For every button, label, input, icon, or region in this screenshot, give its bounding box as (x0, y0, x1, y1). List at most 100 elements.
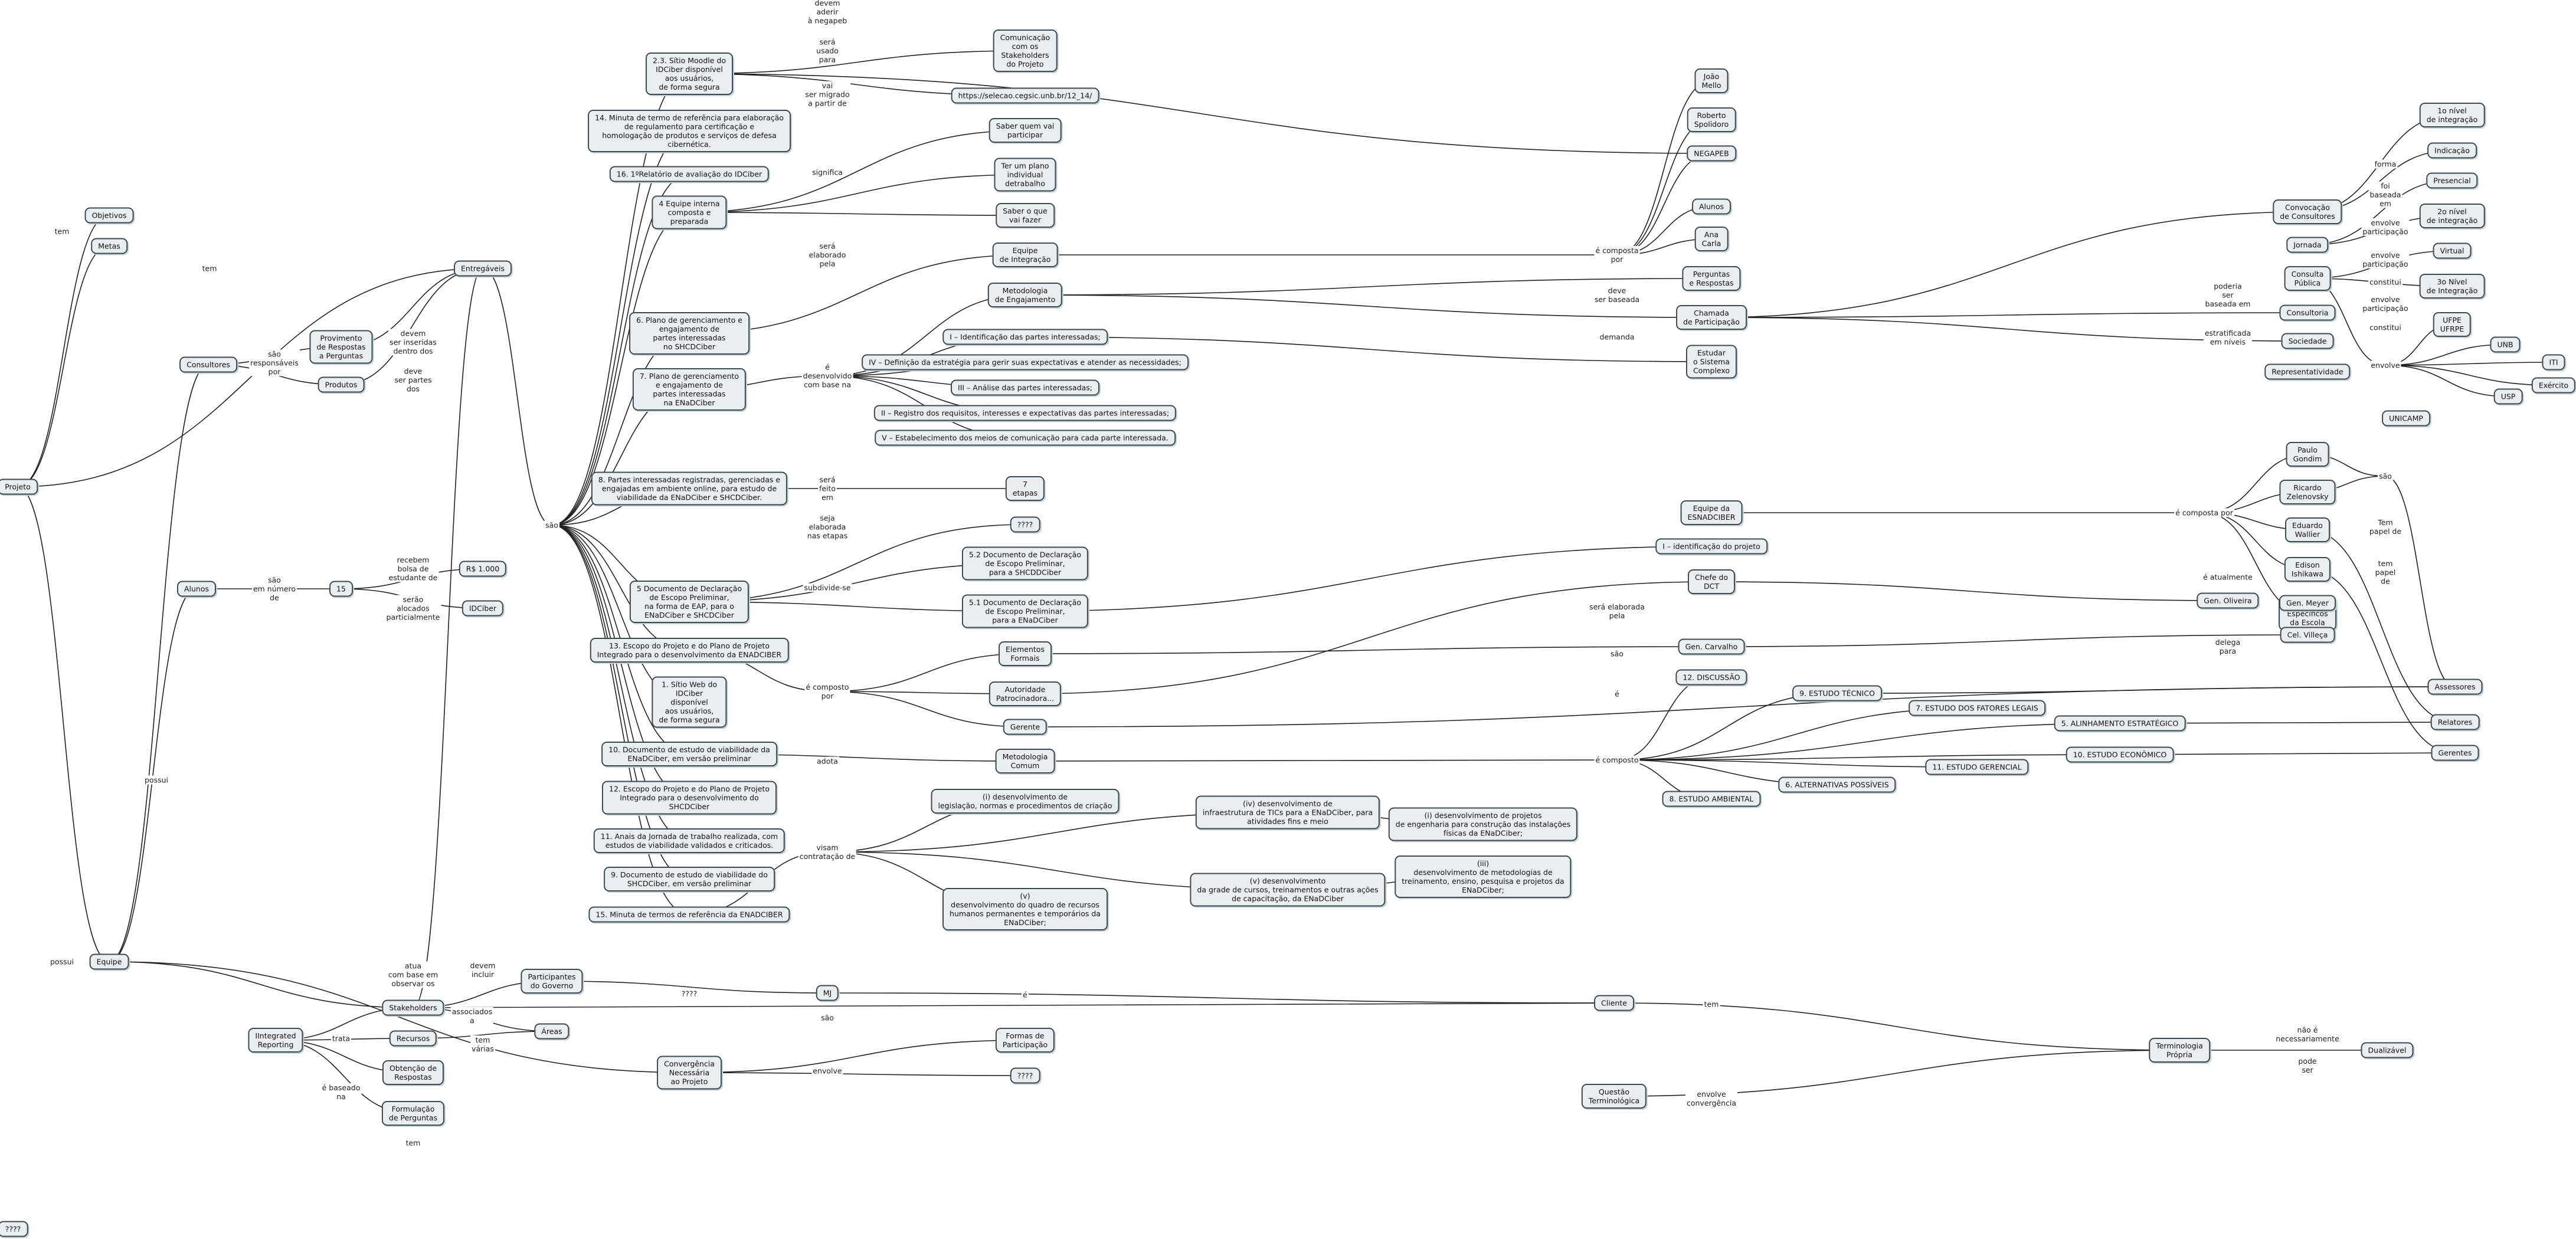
node-estudo-gerencial[interactable]: 11. ESTUDO GERENCIAL (1925, 759, 2029, 775)
node-obtencao[interactable]: Obtenção de Respostas (382, 1060, 444, 1085)
node-joao[interactable]: João Mello (1694, 68, 1729, 93)
node-convocacao[interactable]: Convocação de Consultores (2273, 199, 2342, 224)
node-e4[interactable]: 4 Equipe interna composta e preparada (652, 195, 727, 230)
node-e13[interactable]: 13. Escopo do Projeto e do Plano de Proj… (590, 638, 789, 663)
node-cel-villeca[interactable]: Cel. Villeça (2280, 627, 2335, 643)
node-step-3[interactable]: III – Análise das partes interessadas; (951, 379, 1099, 396)
node-roberto[interactable]: Roberto Spolidoro (1687, 107, 1736, 132)
node-projeto[interactable]: Projeto (0, 478, 38, 495)
node-d52[interactable]: 5.2 Documento de Declaração de Escopo Pr… (961, 546, 1089, 581)
node-gen-meyer[interactable]: Gen. Meyer (2279, 595, 2336, 611)
node-step-2[interactable]: II – Registro dos requisitos, interesses… (873, 405, 1177, 421)
node-produtos[interactable]: Produtos (318, 376, 365, 393)
node-metas[interactable]: Metas (91, 238, 127, 254)
node-e15[interactable]: 15. Minuta de termos de referência da EN… (588, 906, 790, 923)
node-assessores[interactable]: Assessores (2427, 678, 2483, 695)
node-chamada[interactable]: Chamada de Participação (1676, 305, 1747, 330)
node-15[interactable]: 15 (329, 581, 353, 597)
node-consultores[interactable]: Consultores (179, 356, 237, 373)
node-unknown-mid[interactable]: ???? (1010, 516, 1040, 533)
node-url[interactable]: https://selecao.cegsic.unb.br/12_14/ (951, 87, 1099, 104)
node-paulo[interactable]: Paulo Gondim (2286, 442, 2329, 467)
node-e14[interactable]: 14. Minuta de termo de referência para e… (588, 110, 791, 152)
node-discussao[interactable]: 12. DISCUSSÃO (1675, 669, 1747, 686)
node-estudar[interactable]: Estudar o Sistema Complexo (1685, 345, 1737, 379)
node-nivel3[interactable]: 3o Nível de Integração (2419, 274, 2485, 299)
node-entregaveis[interactable]: Entregáveis (454, 260, 512, 277)
node-alunos[interactable]: Alunos (176, 581, 217, 597)
node-c-v[interactable]: (v) desenvolvimento da grade de cursos, … (1190, 873, 1386, 907)
node-saber-o-que[interactable]: Saber o que vai fazer (996, 203, 1055, 228)
node-virtual[interactable]: Virtual (2433, 242, 2472, 259)
node-e12[interactable]: 12. Escopo do Projeto e do Plano de Proj… (602, 781, 777, 815)
node-e10[interactable]: 10. Documento de estudo de viabilidade d… (601, 742, 777, 766)
node-saber-quem[interactable]: Saber quem vai participar (988, 118, 1062, 143)
node-ana[interactable]: Ana Carla (1694, 227, 1729, 251)
node-negapeb[interactable]: NEGAPEB (1687, 145, 1736, 162)
node-d51[interactable]: 5.1 Documento de Declaração de Escopo Pr… (961, 594, 1089, 628)
node-equipe[interactable]: Equipe (89, 953, 129, 970)
node-idciber[interactable]: IDCiber (461, 600, 504, 617)
node-c-ip[interactable]: (i) desenvolvimento de projetos de engen… (1388, 807, 1578, 841)
node-gerente[interactable]: Gerente (1003, 719, 1048, 735)
node-e9[interactable]: 9. Documento de estudo de viabilidade do… (604, 867, 775, 891)
node-ricardo[interactable]: Ricardo Zelenovsky (2279, 480, 2336, 504)
node-gerentes[interactable]: Gerentes (2431, 745, 2479, 761)
node-equipe-integracao[interactable]: Equipe de Integração (992, 242, 1058, 267)
node-nivel1[interactable]: 1o nível de integração (2419, 103, 2485, 127)
node-comunicacao[interactable]: Comunicação com os Stakeholders do Proje… (993, 30, 1058, 72)
node-cliente[interactable]: Cliente (1594, 995, 1634, 1011)
node-jornada[interactable]: Jornada (2286, 237, 2329, 253)
node-fatores-legais[interactable]: 7. ESTUDO DOS FATORES LEGAIS (1909, 700, 2045, 716)
node-alternativas[interactable]: 6. ALTERNATIVAS POSSÍVEIS (1778, 776, 1896, 793)
node-formas[interactable]: Formas de Participação (995, 1028, 1055, 1053)
node-alinhamento[interactable]: 5. ALINHAMENTO ESTRATÉGICO (2054, 715, 2186, 732)
node-objetivos[interactable]: Objetivos (84, 207, 134, 224)
node-c-vq[interactable]: (v) desenvolvimento do quadro de recurso… (942, 888, 1108, 930)
node-nivel2[interactable]: 2o nível de integração (2419, 204, 2485, 228)
node-presencial[interactable]: Presencial (2426, 172, 2478, 189)
node-gen-oliveira[interactable]: Gen. Oliveira (2197, 592, 2259, 609)
node-metodologia-comum[interactable]: Metodologia Comum (995, 749, 1055, 773)
node-unknown-bottom[interactable]: ???? (1010, 1067, 1040, 1084)
node-etapas[interactable]: 7 etapas (1005, 476, 1045, 501)
node-c-i[interactable]: (i) desenvolvimento de legislação, norma… (931, 789, 1120, 814)
node-mj[interactable]: MJ (816, 985, 839, 1001)
node-e23[interactable]: 2.3. Sítio Moodle do IDCiber disponível … (646, 53, 733, 95)
node-step-4[interactable]: IV – Definição da estratégia para gerir … (862, 354, 1189, 371)
node-ufpe[interactable]: UFPE UFRPE (2433, 312, 2472, 337)
node-estudo-ambiental[interactable]: 8. ESTUDO AMBIENTAL (1662, 791, 1761, 807)
node-unicamp[interactable]: UNICAMP (2382, 410, 2430, 427)
node-indicacao[interactable]: Indicação (2427, 142, 2477, 159)
node-formulacao[interactable]: Formulação de Perguntas (381, 1101, 445, 1126)
node-participantes[interactable]: Participantes do Governo (521, 969, 583, 994)
node-alunos-right[interactable]: Alunos (1691, 198, 1731, 215)
node-questao[interactable]: Questão Terminológica (1581, 1084, 1647, 1109)
node-usp[interactable]: USP (2493, 388, 2523, 405)
node-terminologia[interactable]: Terminologia Própria (2149, 1038, 2210, 1063)
node-perguntas[interactable]: Perguntas e Respostas (1682, 266, 1741, 291)
node-recursos[interactable]: Recursos (389, 1030, 437, 1047)
node-provimento[interactable]: Provimento de Respostas a Perguntas (309, 330, 373, 364)
node-elementos[interactable]: Elementos Formais (999, 641, 1052, 666)
node-gen-carvalho[interactable]: Gen. Carvalho (1678, 638, 1745, 655)
node-consultoria[interactable]: Consultoria (2279, 304, 2336, 321)
node-integrated-reporting[interactable]: IIntegrated Reporting (248, 1028, 303, 1053)
node-c-iii[interactable]: (iii) desenvolvimento de metodologias de… (1395, 856, 1572, 898)
node-autoridade[interactable]: Autoridade Patrocinadora... (988, 681, 1062, 706)
node-stakeholders[interactable]: Stakeholders (382, 999, 444, 1016)
node-e8[interactable]: 8. Partes interessadas registradas, gere… (591, 471, 788, 506)
node-metodologia-engajamento[interactable]: Metodologia de Engajamento (987, 283, 1063, 307)
node-relatores[interactable]: Relatores (2430, 714, 2480, 730)
node-step-1[interactable]: I – Identificação das partes interessada… (942, 329, 1108, 345)
node-ter-um[interactable]: Ter um plano individual detrabalho (994, 158, 1056, 192)
node-c-iv[interactable]: (iv) desenvolvimento de infraestrutura d… (1195, 795, 1380, 830)
node-step-5[interactable]: V – Estabelecimento dos meios de comunic… (875, 430, 1176, 446)
node-unb[interactable]: UNB (2490, 336, 2521, 353)
node-exercito[interactable]: Exército (2531, 377, 2576, 394)
node-estudo-tecnico[interactable]: 9. ESTUDO TÉCNICO (1792, 685, 1882, 702)
node-sociedade[interactable]: Sociedade (2281, 333, 2334, 349)
node-representatividade[interactable]: Representatividade (2264, 363, 2351, 380)
node-chefe-dct[interactable]: Chefe do DCT (1688, 569, 1735, 594)
node-edison[interactable]: Edison Ishikawa (2284, 557, 2331, 582)
